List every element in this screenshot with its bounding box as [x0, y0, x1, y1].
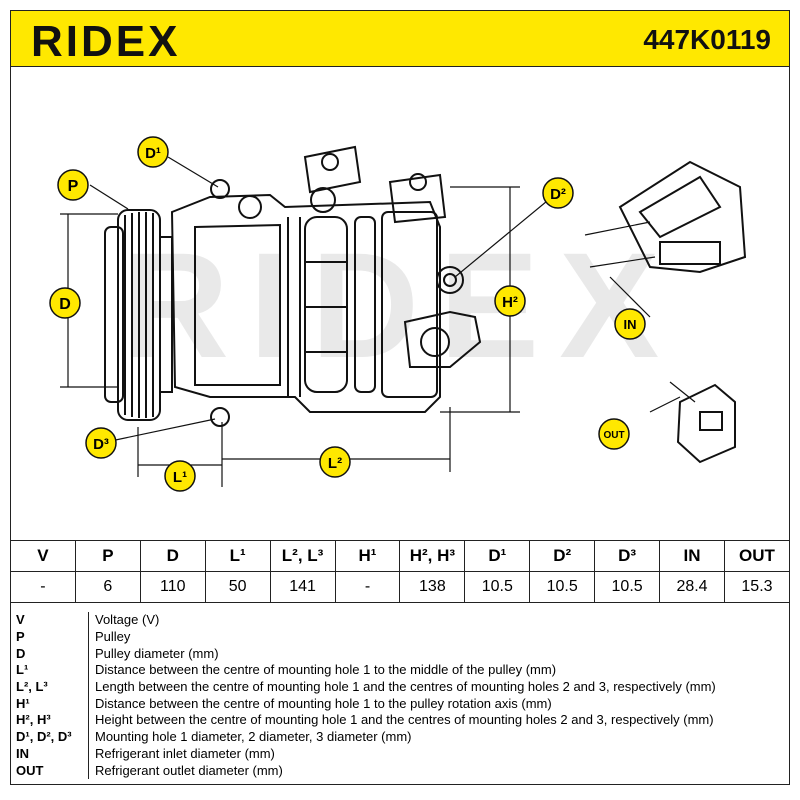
legend-key: H¹ — [10, 695, 89, 713]
inlet-outlet-drawings — [584, 160, 747, 464]
svg-text:H²: H² — [502, 294, 518, 311]
dimension-lines — [60, 156, 559, 487]
spec-header: OUT — [723, 540, 791, 572]
spec-value-row: - 6 110 50 141 - 138 10.5 10.5 10.5 28.4… — [10, 571, 791, 603]
legend-row: IN Refrigerant inlet diameter (mm) — [10, 745, 790, 763]
legend-desc: Distance between the centre of mounting … — [95, 662, 557, 678]
spec-header: V — [10, 540, 76, 572]
spec-header: D³ — [594, 540, 661, 572]
svg-text:IN: IN — [624, 317, 637, 332]
legend-key: L¹ — [10, 662, 89, 679]
spec-value: 50 — [204, 571, 271, 603]
svg-text:L¹: L¹ — [173, 469, 187, 486]
header-bar: RIDEX 447K0119 — [10, 10, 790, 67]
legend-key: D — [10, 645, 89, 663]
legend-key: V — [10, 612, 89, 629]
svg-text:D²: D² — [550, 186, 566, 203]
legend-desc: Refrigerant outlet diameter (mm) — [95, 762, 283, 778]
legend-row: D Pulley diameter (mm) — [10, 645, 790, 663]
badge-D2: D² — [542, 177, 574, 209]
svg-text:D: D — [59, 296, 71, 313]
svg-text:D³: D³ — [93, 436, 109, 453]
legend-desc: Length between the centre of mounting ho… — [95, 679, 716, 695]
spec-header: D — [139, 540, 206, 572]
spec-value: 10.5 — [464, 571, 531, 603]
spec-value: 138 — [399, 571, 466, 603]
compressor-body — [170, 145, 482, 427]
legend-key: L², L³ — [10, 678, 89, 696]
legend-row: OUT Refrigerant outlet diameter (mm) — [10, 762, 790, 779]
legend-row: H¹ Distance between the centre of mountin… — [10, 695, 790, 713]
technical-drawing: RIDEX — [49, 136, 747, 492]
badge-D: D — [49, 287, 81, 319]
legend-desc: Height between the centre of mounting ho… — [95, 712, 714, 728]
svg-text:L²: L² — [328, 455, 342, 472]
spec-value: - — [10, 571, 76, 603]
legend-key: IN — [10, 745, 89, 763]
legend-desc: Pulley diameter (mm) — [95, 645, 219, 661]
spec-header: H², H³ — [399, 540, 466, 572]
legend-row: D¹, D², D³ Mounting hole 1 diameter, 2 di… — [10, 728, 790, 746]
badge-P: P — [57, 169, 89, 201]
svg-text:OUT: OUT — [603, 430, 624, 441]
watermark-text: RIDEX — [121, 221, 679, 389]
badge-L2: L² — [319, 446, 351, 478]
legend-desc: Mounting hole 1 diameter, 2 diameter, 3 … — [95, 729, 412, 745]
badge-D1: D¹ — [137, 136, 169, 168]
spec-value: 141 — [269, 571, 336, 603]
badge-IN: IN — [614, 308, 646, 340]
spec-value: 10.5 — [594, 571, 661, 603]
legend-table: V Voltage (V) P Pulley D Pulley diameter (m… — [10, 612, 790, 779]
legend-key: H², H³ — [10, 712, 89, 729]
spec-header: D² — [529, 540, 596, 572]
badge-H2: H² — [494, 285, 526, 317]
legend-desc: Pulley — [95, 629, 131, 645]
badge-D3: D³ — [85, 427, 117, 459]
spec-header: L², L³ — [269, 540, 336, 572]
legend-row: V Voltage (V) — [10, 612, 790, 629]
legend-row: L², L³ Length between the centre of mount… — [10, 678, 790, 696]
spec-header: P — [74, 540, 141, 572]
svg-text:D¹: D¹ — [145, 145, 161, 162]
legend-key: D¹, D², D³ — [10, 728, 89, 746]
spec-header: D¹ — [464, 540, 531, 572]
spec-header-row: V P D L¹ L², L³ H¹ H², H³ D¹ D² D³ IN OU… — [10, 540, 791, 572]
badge-OUT: OUT — [598, 418, 630, 450]
pulley-drawing — [104, 209, 173, 421]
brand-logo: RIDEX — [31, 17, 181, 66]
legend-desc: Refrigerant inlet diameter (mm) — [95, 745, 275, 761]
spec-value: 10.5 — [529, 571, 596, 603]
legend-row: P Pulley — [10, 628, 790, 646]
legend-desc: Distance between the centre of mounting … — [95, 695, 552, 711]
spec-value: 110 — [139, 571, 206, 603]
legend-row: L¹ Distance between the centre of mountin… — [10, 662, 790, 679]
legend-desc: Voltage (V) — [95, 612, 160, 628]
legend-key: OUT — [10, 762, 89, 779]
part-number: 447K0119 — [643, 24, 771, 55]
spec-header: H¹ — [334, 540, 401, 572]
spec-header: L¹ — [204, 540, 271, 572]
spec-value: 6 — [74, 571, 141, 603]
spec-table: V P D L¹ L², L³ H¹ H², H³ D¹ D² D³ IN OU… — [10, 540, 791, 603]
spec-value: - — [334, 571, 401, 603]
badge-L1: L¹ — [164, 460, 196, 492]
spec-value: 15.3 — [723, 571, 791, 603]
spec-header: IN — [659, 540, 725, 572]
legend-key: P — [10, 628, 89, 646]
svg-text:P: P — [68, 178, 79, 195]
legend-row: H², H³ Height between the centre of mount… — [10, 712, 790, 729]
spec-value: 28.4 — [659, 571, 725, 603]
